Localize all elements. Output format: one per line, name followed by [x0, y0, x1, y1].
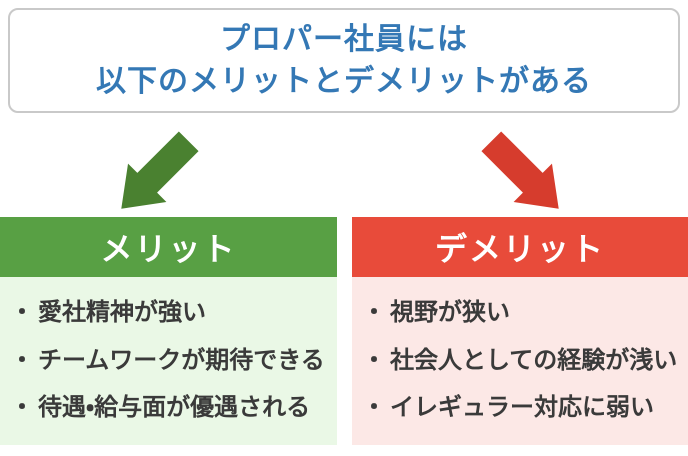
bullet-icon: ・ [362, 299, 386, 327]
down-left-arrow-icon [121, 131, 199, 209]
bullet-icon: ・ [10, 393, 34, 421]
list-item: ・ 社会人としての経験が浅い [362, 347, 684, 376]
bullet-icon: ・ [10, 299, 34, 327]
merit-panel: メリット ・ 愛社精神が強い ・ チームワークが期待できる ・ 待遇・給与面が優… [0, 217, 337, 445]
bullet-icon: ・ [362, 393, 386, 421]
demerit-item-3: イレギュラー対応に弱い [390, 393, 654, 421]
merit-item-2: チームワークが期待できる [38, 346, 325, 374]
list-item: ・ イレギュラー対応に弱い [362, 394, 684, 423]
demerit-list: ・ 視野が狭い ・ 社会人としての経験が浅い ・ イレギュラー対応に弱い [352, 277, 688, 445]
title-line-1: プロパー社員には [220, 23, 468, 57]
bullet-icon: ・ [10, 346, 34, 374]
demerit-panel: デメリット ・ 視野が狭い ・ 社会人としての経験が浅い ・ イレギュラー対応に… [352, 217, 688, 445]
list-item: ・ 待遇・給与面が優遇される [10, 394, 333, 423]
list-item: ・ 視野が狭い [362, 299, 684, 328]
merit-item-1: 愛社精神が強い [38, 299, 206, 327]
bullet-icon: ・ [362, 346, 386, 374]
merit-list: ・ 愛社精神が強い ・ チームワークが期待できる ・ 待遇・給与面が優遇される [0, 277, 337, 445]
demerit-item-1: 視野が狭い [390, 299, 510, 327]
merit-heading: メリット [100, 231, 237, 267]
demerit-heading: デメリット [434, 231, 605, 267]
list-item: ・ 愛社精神が強い [10, 299, 333, 328]
list-item: ・ チームワークが期待できる [10, 347, 333, 376]
demerit-header: デメリット [352, 217, 688, 277]
merit-item-3: 待遇・給与面が優遇される [38, 393, 311, 421]
merit-header: メリット [0, 217, 337, 277]
title-box: プロパー社員には 以下のメリットとデメリットがある [8, 8, 680, 113]
demerit-item-2: 社会人としての経験が浅い [390, 346, 678, 374]
down-right-arrow-icon [481, 131, 559, 209]
title-line-2: 以下のメリットとデメリットがある [96, 64, 592, 98]
